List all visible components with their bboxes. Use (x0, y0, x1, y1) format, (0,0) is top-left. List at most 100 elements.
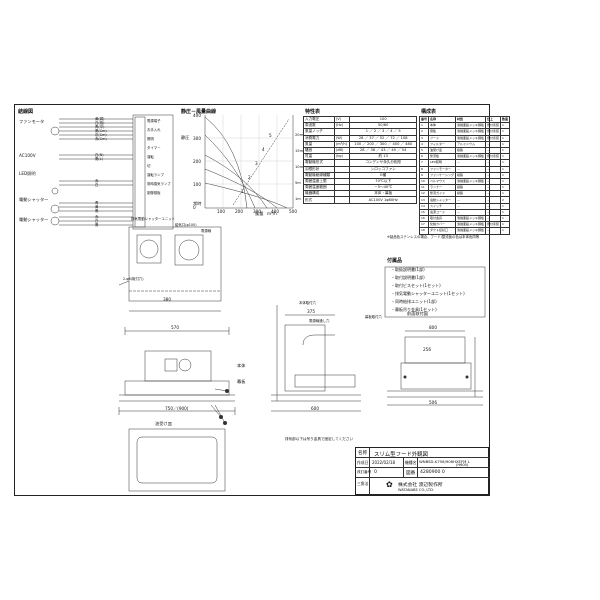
drawing-note: 排気部以下は吊り金具で固定してください (285, 437, 354, 441)
shutter1-symbol (50, 204, 60, 214)
parts-cell: 溶融亜鉛メッキ鋼板 (454, 177, 486, 186)
wiring-lead-label: 白 (95, 219, 99, 223)
curve-label: 4 (262, 147, 265, 152)
wiring-lead-label: 黒(L) (95, 157, 103, 161)
title-block: 名称 スリム型フード外観図 作成日 2022/02/18 機種名 WNBSD-K… (355, 447, 490, 495)
curve-xtick: 300 (253, 209, 261, 214)
tb-dwg-label: 図番 (406, 471, 416, 476)
parts-cell: 焼付塗装 (484, 128, 502, 136)
curve-title: 静圧－風量曲線 (181, 109, 217, 115)
parts-cell: 焼付塗装 (484, 122, 502, 130)
curve-xtick: 500 (289, 209, 297, 214)
curve-ytick: 300 (193, 136, 201, 141)
accessory-item: ・排気電動シャッターユニット(1セット) (391, 291, 465, 296)
wiring-box-label: 切 (147, 164, 151, 168)
wiring-lead-label: 赤 (95, 179, 99, 183)
parts-cell: 溶融亜鉛メッキ鋼板 (454, 214, 486, 223)
parts-cell: 焼付塗装 (484, 153, 502, 161)
wiring-shutter1-label: 電動シャッター (19, 197, 49, 202)
specs-cell: 電動機絶縁種類 (303, 171, 335, 179)
accessory-item: ・幕板吊り金具(1セット) (391, 307, 437, 312)
wiring-lead-label: 黄 (95, 205, 99, 209)
front-view-label-panel: 幕板 (237, 379, 246, 384)
wiring-title: 結線図 (18, 109, 34, 115)
curve-right-tick: 5m (295, 181, 301, 185)
curve-xtick: 400 (271, 209, 279, 214)
wiring-box-label: 運転 (147, 155, 154, 159)
tb-rev-value: 0 (374, 470, 377, 475)
tb-name-value: スリム型フード外観図 (374, 452, 428, 458)
dim-600: 600 (311, 406, 319, 411)
wiring-box-label: お手入れ (147, 128, 161, 132)
curve-ytick: 400 (193, 113, 201, 118)
curve-xtick: 200 (235, 209, 243, 214)
parts-note: ※製品色ステンレスの場合、フード/整流板の色は本体色同等 (387, 235, 480, 239)
wiring-fan-motor-label: ファンモータ (19, 119, 45, 124)
curve-label: 2 (248, 175, 251, 180)
specs-title: 特性表 (305, 109, 321, 115)
plan-label: 電源線 (201, 229, 212, 233)
wiring-box-label: タイマー (147, 146, 161, 150)
parts-cell: 溶融亜鉛メッキ鋼板 (454, 122, 486, 130)
wiring-lead-label: 青(中) (95, 125, 105, 129)
wiring-box-label: 制御基板 (147, 191, 161, 195)
curve-ytick: 0 (193, 205, 196, 210)
tb-angle-label: 三角法 (357, 481, 369, 486)
accessory-item: ・取扱説明書(1部) (391, 267, 425, 272)
tb-rev-label: 改訂番号 (357, 470, 372, 474)
tb-date-label: 作成日 (357, 460, 369, 465)
tb-model-value: WNBSD-K756/906HXEFM L (419, 459, 470, 464)
curve-right-tick: 15m (295, 149, 304, 153)
curve-label: 5 (269, 133, 272, 138)
wiring-lead-label: 赤 (95, 215, 99, 219)
curve-xunit: m³/h (267, 211, 277, 216)
parts-cell: 焼付塗装 (484, 134, 502, 142)
wiring-shutter2-label: 電動シャッター (19, 217, 49, 222)
led-symbol (51, 187, 59, 195)
parts-cell: 焼付塗装 (484, 221, 502, 229)
tb-model-value2: (H600) (456, 463, 469, 467)
curve-label: 3 (255, 161, 258, 166)
parts-cell: 溶融亜鉛メッキ鋼板 (454, 153, 486, 161)
curve-right-tick: 10m (295, 165, 304, 169)
drawing-sheet: 結線図 (14, 104, 511, 496)
wiring-lead-label: 黄(弱) (95, 117, 105, 121)
wiring-lead-label: 青 (95, 201, 99, 205)
side-label: 幕板取付穴 (365, 315, 382, 319)
curve-right-tick: 1m (295, 197, 301, 201)
wiring-lead-label: 赤(Cm) (95, 137, 107, 141)
wiring-lead-label: 白(N) (95, 153, 104, 157)
parts-cell: 溶融亜鉛メッキ鋼板 (454, 128, 486, 136)
dim-256: 256 (423, 347, 431, 352)
wiring-ac100v-label: AC100V (19, 153, 36, 158)
parts-cell: 溶融亜鉛メッキ鋼板 (454, 134, 486, 142)
dim-800: 800 (429, 325, 437, 330)
plan-label: 排気電動シャッターユニット (131, 217, 176, 221)
fan-motor-symbol (50, 126, 60, 136)
parts-cell: 1 (499, 227, 511, 235)
wiring-lead-label: 黒 (95, 209, 99, 213)
front-mount-label: 前面取付図 (407, 311, 428, 316)
wiring-lead-label: 白(強) (95, 121, 105, 125)
parts-cell: ファンケーシング (428, 171, 456, 179)
tb-company-en: WATANABE CO.,LTD. (398, 488, 435, 492)
tb-dwg-value: 4280900 0 (420, 470, 445, 475)
parts-cell: － (484, 227, 502, 235)
plan-label: 2-φ6(取付穴) (123, 277, 144, 281)
wiring-lead-label: 灰(Cm) (95, 133, 107, 137)
curve-right-tick: 20m (295, 133, 304, 137)
parts-title: 構成表 (421, 109, 437, 115)
wiring-lead-label: 白 (95, 183, 99, 187)
dim-380: 380 (163, 297, 171, 302)
side-label: 本体取付穴 (299, 301, 316, 305)
wiring-box-label: 電源端子 (147, 119, 161, 123)
